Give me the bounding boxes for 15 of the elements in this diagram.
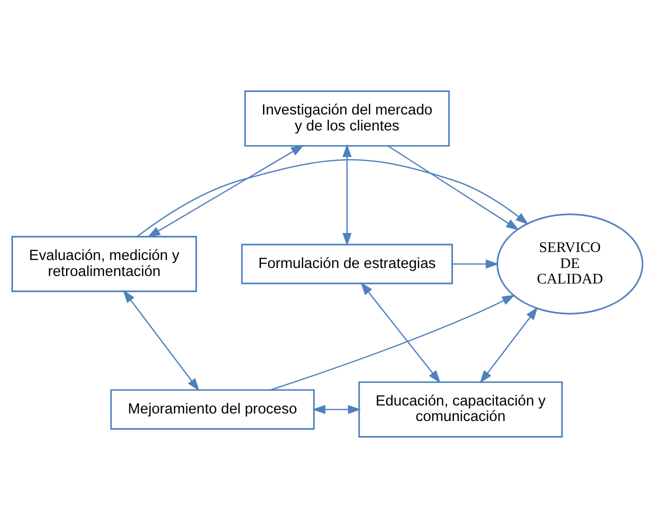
node-box: Evaluación, medición y retroalimentación	[11, 235, 197, 292]
arrow	[342, 143, 352, 246]
arrow	[388, 144, 520, 230]
arrow	[452, 258, 499, 268]
node-box: Formulación de estrategias	[241, 243, 453, 284]
node-box: Mejoramiento del proceso	[110, 388, 315, 430]
arrow	[136, 158, 529, 237]
arrow	[360, 282, 441, 383]
arrow	[122, 289, 200, 391]
node-box: Investigación del mercado y de los clientes	[244, 90, 450, 146]
node-box: Educación, capacitación y comunicación	[358, 380, 563, 438]
arrow	[147, 144, 304, 238]
arrow	[312, 404, 362, 414]
arrow	[270, 294, 516, 390]
arrow	[480, 306, 538, 383]
